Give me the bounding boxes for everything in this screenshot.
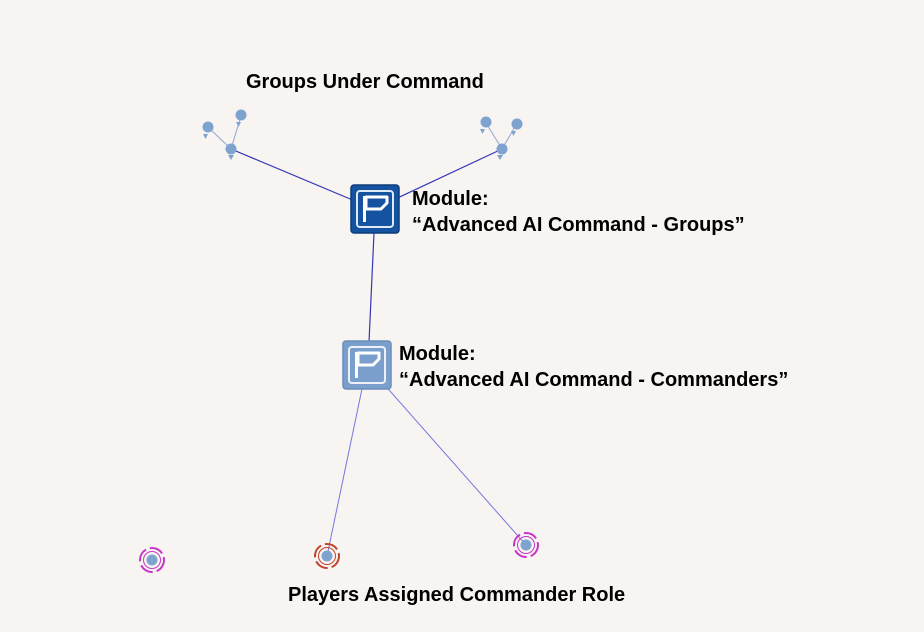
player-unit-icon <box>321 550 333 562</box>
group-leader-icon <box>496 143 508 155</box>
players-commander-role-label: Players Assigned Commander Role <box>288 584 626 606</box>
module-commanders-label-line1: Module: <box>399 343 476 365</box>
player-unit-right[interactable] <box>513 532 539 558</box>
module-groups-label-line2: “Advanced AI Command - Groups” <box>412 214 745 236</box>
group-left[interactable] <box>202 109 247 161</box>
group-right[interactable] <box>480 116 523 161</box>
group-marker-icon <box>511 118 523 130</box>
module-commanders-label-line2: “Advanced AI Command - Commanders” <box>399 369 789 391</box>
module-commanders[interactable] <box>342 340 392 390</box>
sync-line-player-magenta-right <box>366 364 527 546</box>
player-unit-left[interactable] <box>139 547 165 573</box>
module-commanders-label: Module: “Advanced AI Command - Commander… <box>399 341 788 393</box>
module-groups[interactable] <box>350 184 400 234</box>
group-leader-icon <box>225 143 237 155</box>
groups-under-command-label: Groups Under Command <box>246 71 484 93</box>
sync-line-modules <box>367 210 376 365</box>
player-unit-icon <box>520 539 532 551</box>
player-unit-icon <box>146 554 158 566</box>
group-marker-icon <box>202 121 214 133</box>
player-unit-center[interactable] <box>314 543 340 569</box>
module-groups-label: Module: “Advanced AI Command - Groups” <box>412 186 745 238</box>
module-groups-label-line1: Module: <box>412 188 489 210</box>
flag-icon <box>355 351 381 378</box>
sync-line-left-group <box>230 148 375 210</box>
group-marker-icon <box>480 116 492 128</box>
flag-icon <box>363 195 389 222</box>
sync-line-player-red <box>326 364 368 557</box>
group-marker-icon <box>235 109 247 121</box>
